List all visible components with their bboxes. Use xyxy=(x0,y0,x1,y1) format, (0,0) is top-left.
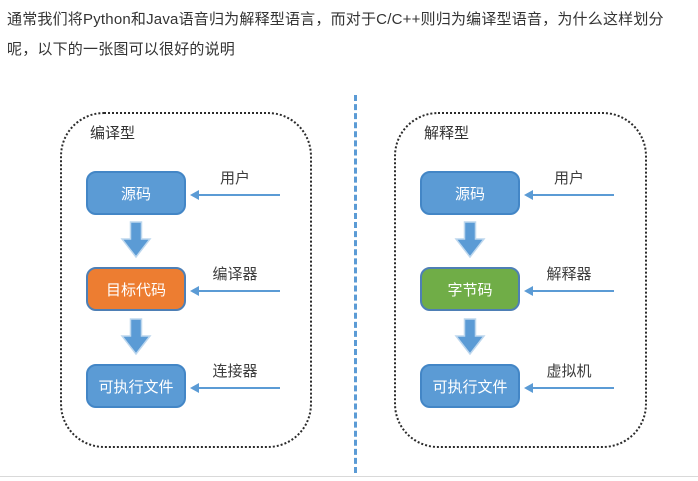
connector-label: 连接器 xyxy=(212,363,258,380)
connector-line xyxy=(199,387,280,389)
connector-line xyxy=(533,387,614,389)
arrow-left-icon xyxy=(524,190,533,200)
intro-text: 通常我们将Python和Java语音归为解释型语言，而对于C/C++则归为编译型… xyxy=(7,11,664,58)
arrow-left-icon xyxy=(190,383,199,393)
node-bytecode: 字节码 xyxy=(420,267,520,311)
connector-label: 虚拟机 xyxy=(546,363,592,380)
bottom-border-line xyxy=(0,476,698,477)
interpreted-panel-title: 解释型 xyxy=(424,125,470,142)
connector-line xyxy=(533,194,614,196)
connector-compiler: 编译器 xyxy=(190,263,280,296)
connector-label: 用户 xyxy=(219,170,250,187)
down-arrow-icon xyxy=(120,221,152,259)
node-executable-file: 可执行文件 xyxy=(86,364,186,408)
connector-line xyxy=(533,290,614,292)
connector-label: 编译器 xyxy=(212,266,258,283)
arrow-left-icon xyxy=(524,383,533,393)
node-source-code: 源码 xyxy=(420,171,520,215)
arrow-left-icon xyxy=(190,286,199,296)
down-arrow-icon xyxy=(454,318,486,356)
connector-line xyxy=(199,290,280,292)
connector-user: 用户 xyxy=(524,167,614,200)
down-arrow-icon xyxy=(454,221,486,259)
connector-label: 用户 xyxy=(553,170,584,187)
down-arrow-icon xyxy=(120,318,152,356)
arrow-left-icon xyxy=(190,190,199,200)
connector-interpreter: 解释器 xyxy=(524,263,614,296)
connector-user: 用户 xyxy=(190,167,280,200)
connector-label: 解释器 xyxy=(546,266,592,283)
node-object-code: 目标代码 xyxy=(86,267,186,311)
divider-dashed-line xyxy=(354,95,357,473)
compiled-panel-title: 编译型 xyxy=(90,125,136,142)
connector-linker: 连接器 xyxy=(190,360,280,393)
interpreted-panel: 解释型 源码 字节码 可执行文件 用户 解释器 虚拟机 xyxy=(394,112,647,448)
connector-line xyxy=(199,194,280,196)
node-source-code: 源码 xyxy=(86,171,186,215)
connector-virtual-machine: 虚拟机 xyxy=(524,360,614,393)
node-executable-file: 可执行文件 xyxy=(420,364,520,408)
compiled-panel: 编译型 源码 目标代码 可执行文件 用户 编译器 连接器 xyxy=(60,112,312,448)
arrow-left-icon xyxy=(524,286,533,296)
